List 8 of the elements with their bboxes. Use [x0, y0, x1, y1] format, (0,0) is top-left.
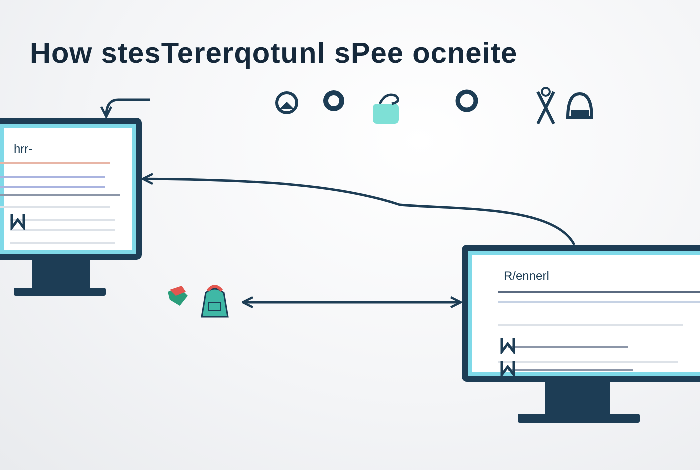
arrow: [242, 296, 462, 309]
arrow: [100, 98, 150, 118]
monitor-screen: [0, 118, 142, 260]
screen-heading: hrr-: [14, 142, 33, 156]
screen-heading: R/ennerl: [504, 269, 550, 283]
monitor-screen: [462, 245, 700, 382]
arrow: [142, 173, 576, 246]
title: How stesTererqotunl sPee ocneite: [30, 38, 518, 71]
